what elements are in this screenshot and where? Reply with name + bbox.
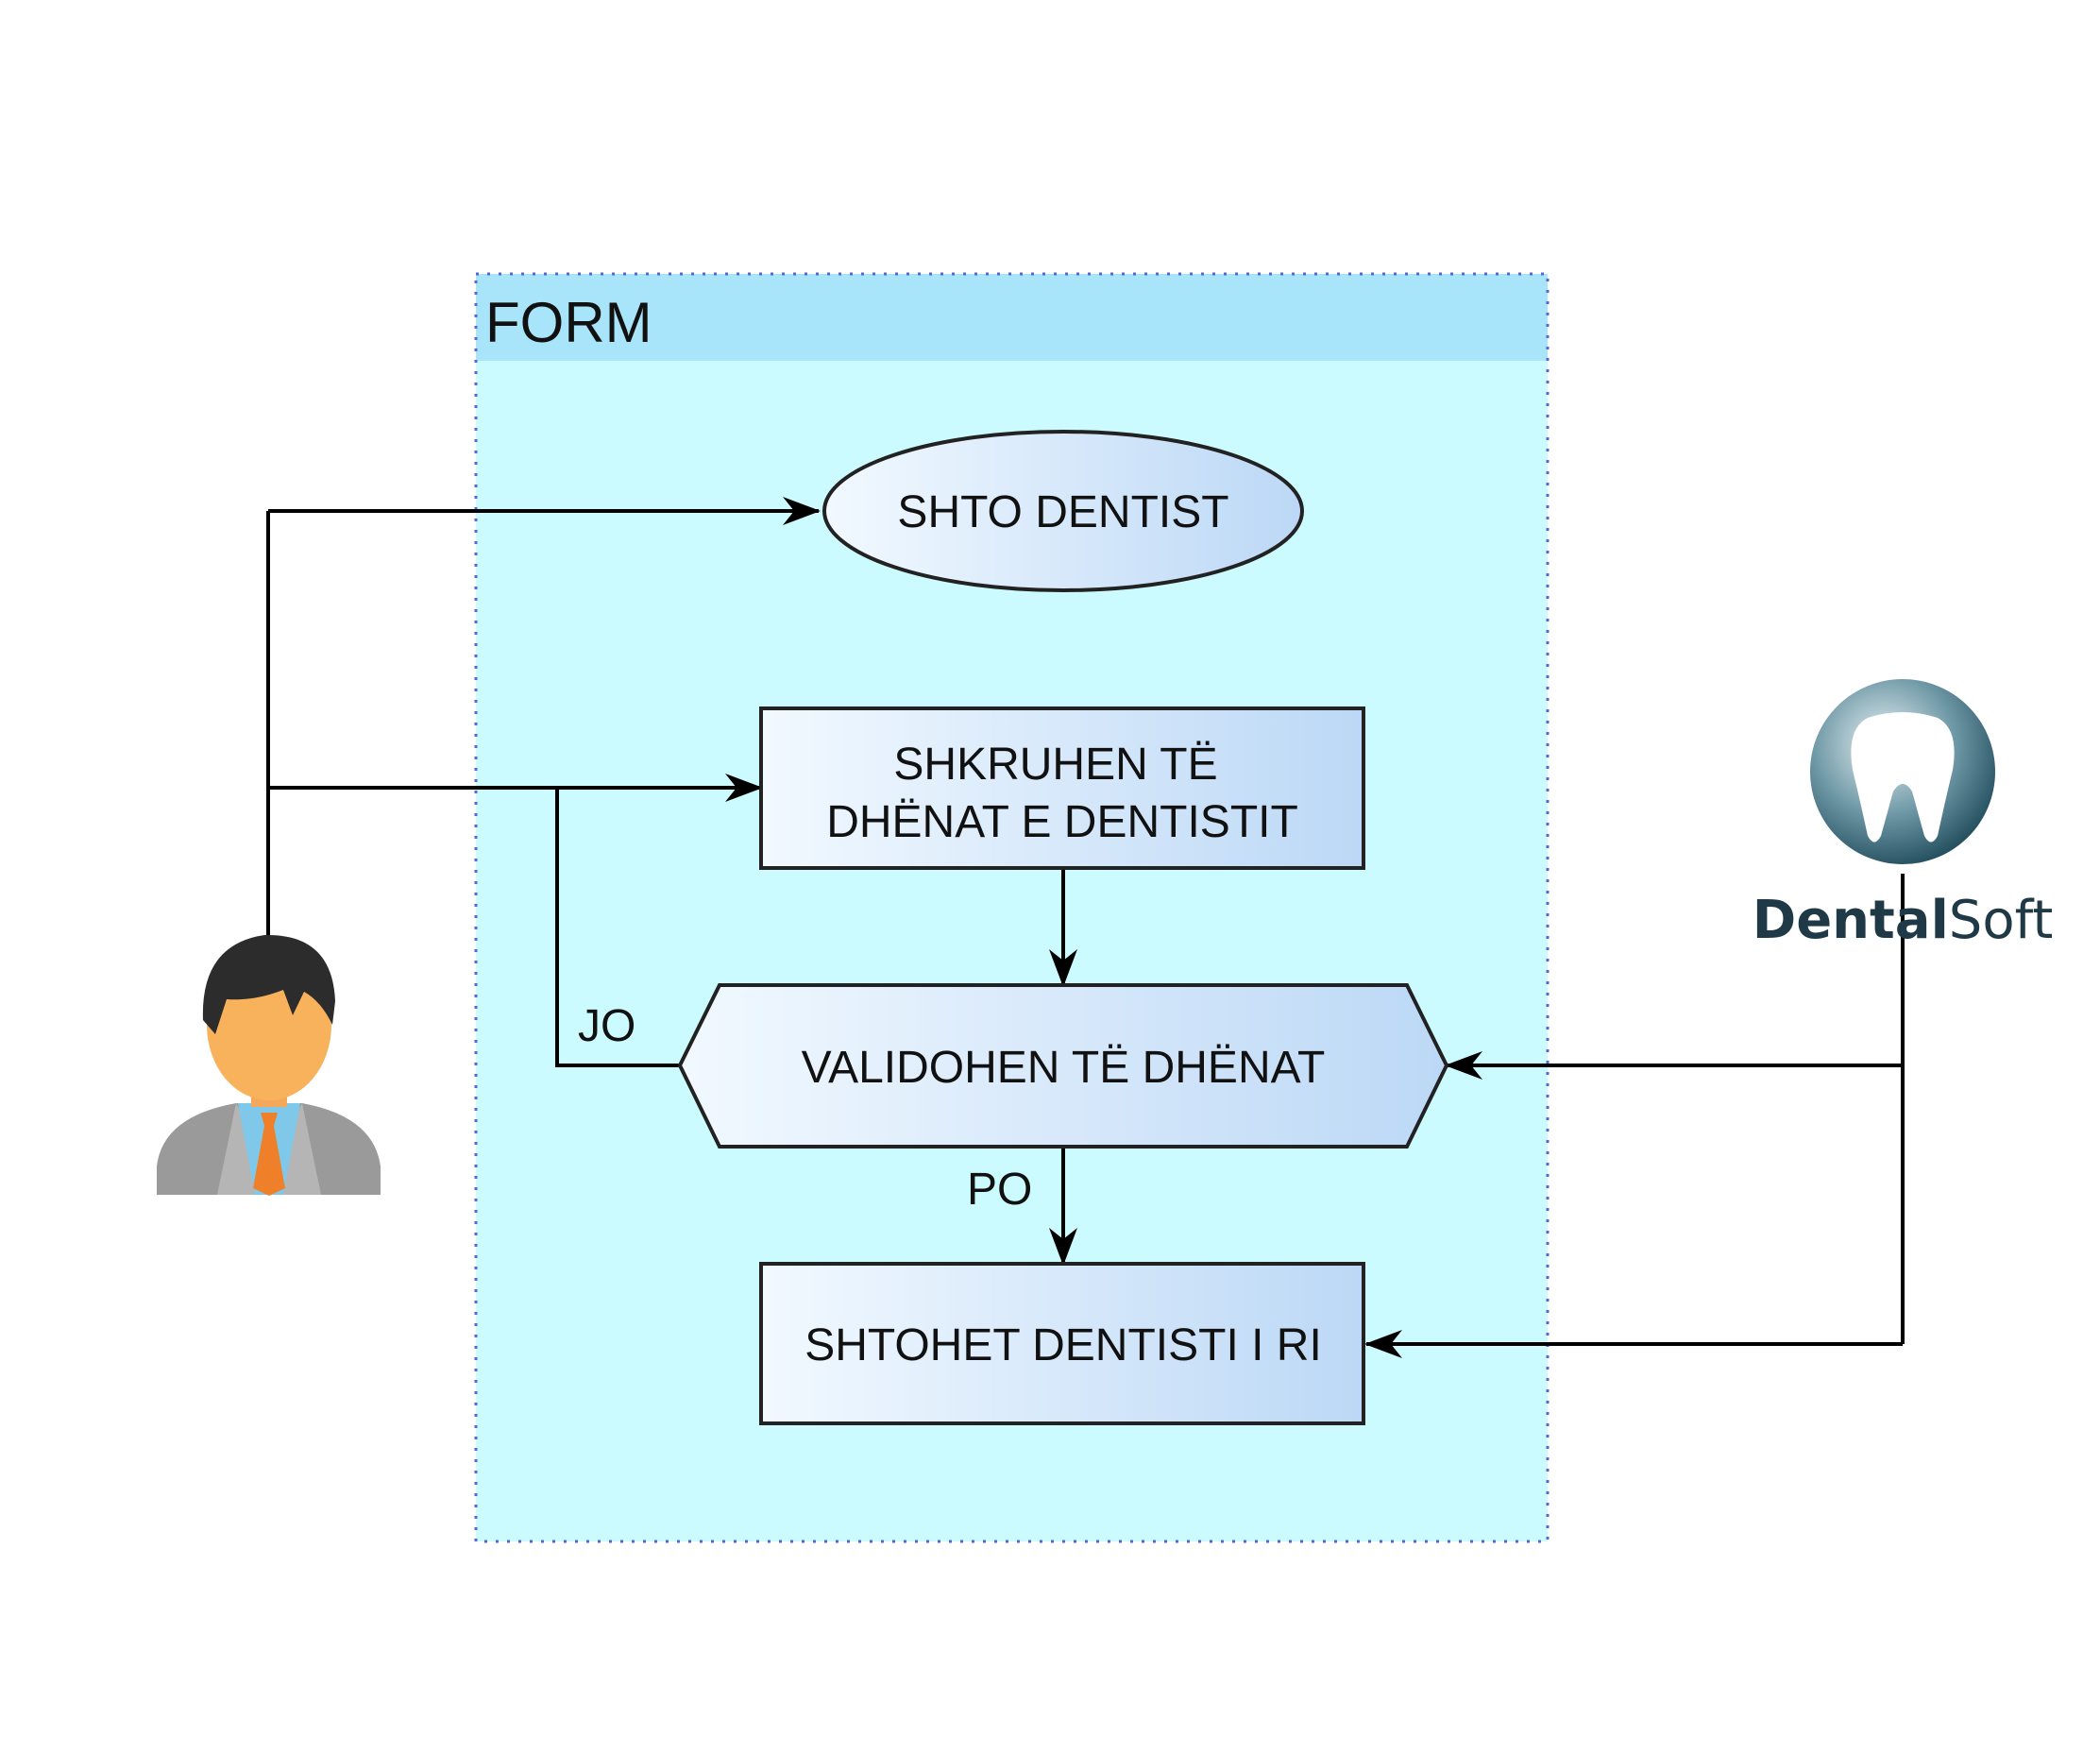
avatar-hair (202, 934, 335, 1034)
edge-validate-no-loop (555, 788, 680, 1067)
container-title: FORM (485, 291, 652, 354)
node-enter-data: SHKRUHEN TË DHËNAT E DENTISTIT (759, 706, 1365, 870)
logo-wordmark: DentalSoft (1753, 890, 2054, 951)
validate-label: VALIDOHEN TË DHËNAT (802, 1043, 1326, 1093)
avatar-tie (253, 1113, 285, 1196)
dentalsoft-logo: DentalSoft (1753, 679, 2054, 951)
validate-hexagon (677, 983, 1449, 1149)
add-label: SHTOHET DENTISTI I RI (804, 1320, 1322, 1370)
node-add: SHTOHET DENTISTI I RI (759, 1262, 1365, 1425)
edges (266, 497, 1905, 1358)
tooth-shape (1851, 712, 1955, 842)
enter-data-box (759, 706, 1365, 870)
node-start: SHTO DENTIST (822, 430, 1304, 592)
edge-label-no: JO (578, 1001, 635, 1051)
businessman-avatar-icon (157, 934, 381, 1196)
logo-name-light: Soft (1949, 890, 2054, 951)
edge-label-yes: PO (967, 1165, 1032, 1215)
node-validate: VALIDOHEN TË DHËNAT (677, 983, 1449, 1149)
add-box (759, 1262, 1365, 1425)
logo-name-bold: Dental (1753, 890, 1949, 951)
tooth-logo-icon (1851, 712, 1955, 842)
container-header (476, 274, 1548, 361)
start-ellipse (822, 430, 1304, 592)
enter-data-label-line2: DHËNAT E DENTISTIT (826, 797, 1298, 847)
enter-data-label-line1: SHKRUHEN TË (893, 740, 1217, 790)
start-label: SHTO DENTIST (897, 487, 1228, 537)
